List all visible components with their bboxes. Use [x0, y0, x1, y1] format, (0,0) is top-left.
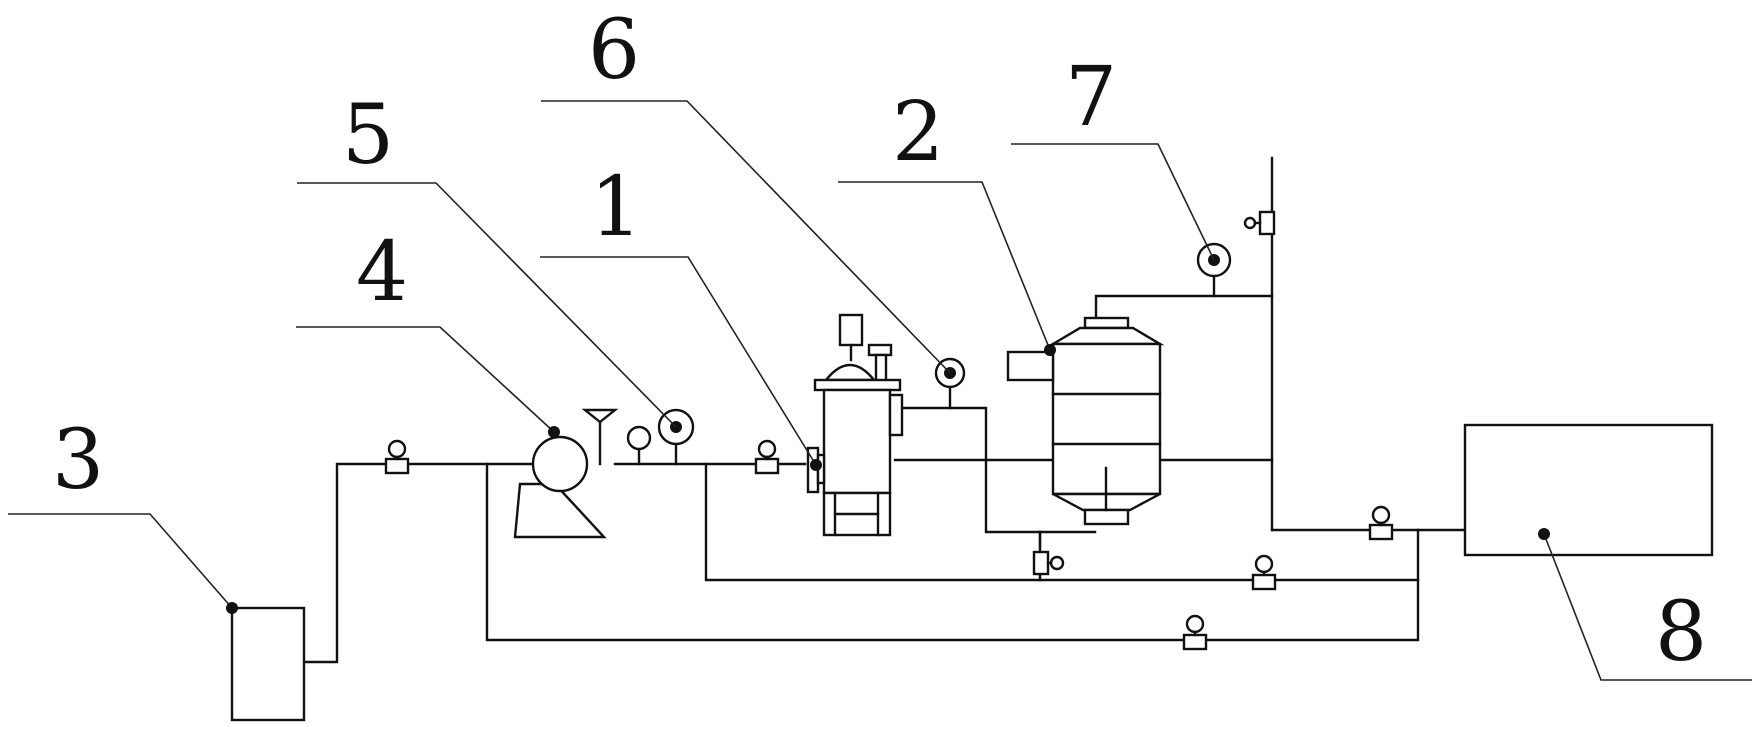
number-labels: 3 4 5 1 6 2 7 8: [52, 3, 1707, 680]
pipe-reactor-top: [1094, 294, 1274, 320]
label-1: 1: [590, 160, 642, 255]
tank-icon: [1463, 423, 1714, 557]
label-3: 3: [52, 413, 104, 508]
valves: [384, 210, 1394, 651]
label-7: 7: [1065, 50, 1117, 145]
label-4: 4: [356, 225, 408, 320]
pressure-gauge-icon: [626, 425, 652, 451]
valve-icon: [754, 439, 780, 475]
valve-icon: [384, 439, 410, 475]
filter-vessel-icon: [806, 313, 904, 537]
label-5: 5: [342, 88, 394, 183]
funnel-icon: [581, 408, 619, 424]
reactor-vessel-icon: [1006, 316, 1165, 526]
pipe-filter-side: [893, 406, 1042, 534]
pipe-return-outer: [485, 462, 1420, 642]
label-2: 2: [892, 85, 944, 180]
valve-icon: [1182, 614, 1208, 651]
tank-icon: [230, 606, 306, 722]
pipe-return-inner: [704, 462, 1420, 582]
pump-icon: [513, 435, 607, 539]
valve-icon: [1032, 550, 1065, 576]
valve-icon: [1251, 554, 1277, 591]
piping: [270, 156, 1467, 664]
pipe-reactor-bottom: [1038, 530, 1097, 548]
pipe-tank-to-pump: [270, 462, 537, 664]
label-6: 6: [588, 3, 640, 98]
leader-lines: [8, 100, 1752, 681]
label-8: 8: [1655, 585, 1707, 680]
valve-icon: [1368, 505, 1394, 541]
valve-icon: [1243, 210, 1276, 236]
